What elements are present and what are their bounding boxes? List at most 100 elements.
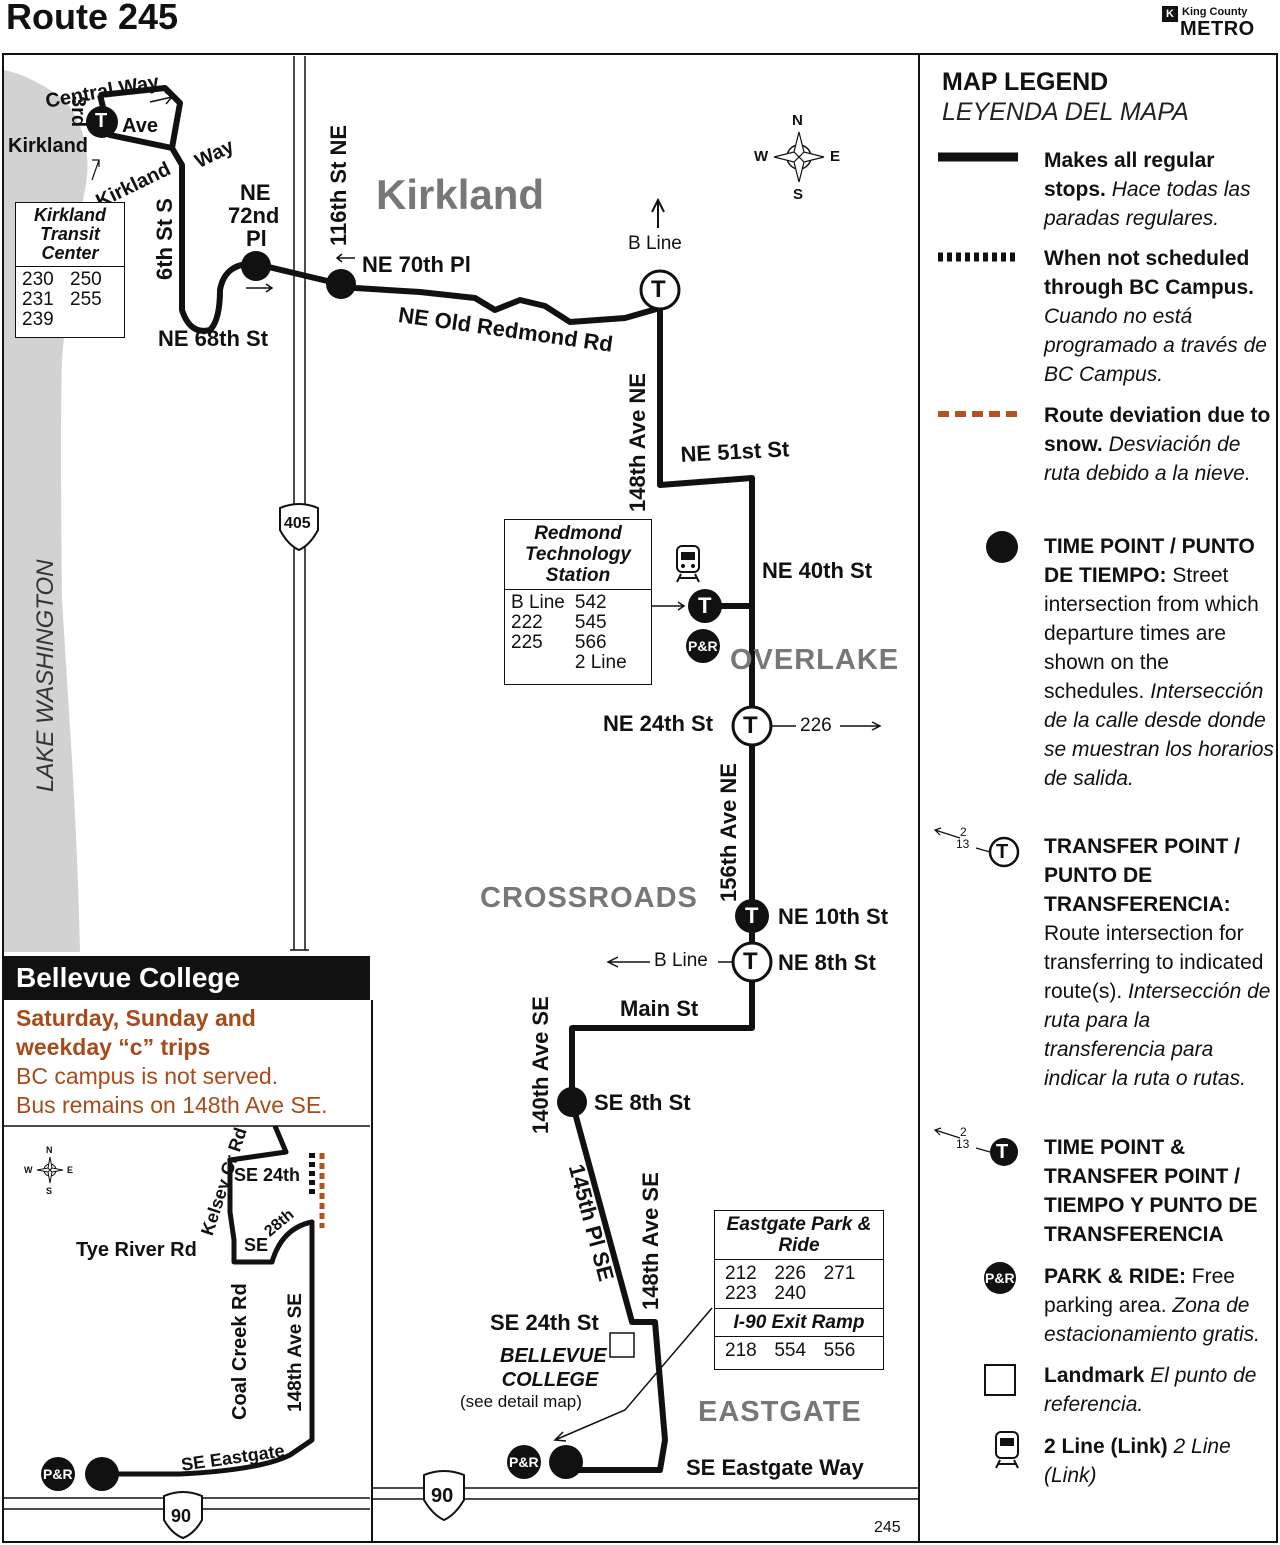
redmond-tech-box: Redmond Technology Station B Line 222 22…: [504, 519, 652, 685]
map-legend: MAP LEGEND LEYENDA DEL MAPA Makes all re…: [922, 56, 1276, 1500]
lake-washington-label: LAKE WASHINGTON: [32, 559, 59, 793]
t-icon: T: [996, 841, 1009, 863]
detail-note-bold-1: Saturday, Sunday and: [16, 1005, 256, 1031]
route-245-line: [99, 85, 755, 1473]
logo-line2: METRO: [1180, 18, 1255, 40]
legend-item-park-ride: PARK & RIDE: Free parking area. Zona de …: [1044, 1265, 1260, 1346]
street-148th-ne: 148th Ave NE: [625, 373, 650, 512]
legend-time-point-icon: [986, 531, 1018, 563]
interstate-405-shield-icon: [279, 503, 319, 552]
street-main: Main St: [620, 996, 699, 1021]
t-icon: T: [743, 948, 758, 975]
street-ne-10th: NE 10th St: [778, 904, 889, 929]
street-se-8th: SE 8th St: [594, 1090, 691, 1115]
t-icon: T: [996, 1141, 1009, 1163]
compass-e: E: [830, 148, 841, 165]
shield-90-detail-label: 90: [171, 1506, 192, 1526]
light-rail-icon: [676, 545, 700, 583]
t-icon: T: [651, 276, 666, 303]
kirkland-tc-pointer: [91, 159, 100, 181]
kirkland-tc-title: Kirkland Transit Center: [16, 203, 124, 267]
time-transfer-point-redmond: [688, 589, 722, 623]
compass-detail-s: S: [46, 1186, 53, 1196]
legend-subtitle: LEYENDA DEL MAPA: [942, 98, 1189, 126]
street-ne-24th: NE 24th St: [603, 711, 714, 736]
compass-n: N: [792, 112, 803, 129]
route-number: 250: [70, 269, 102, 290]
route-number: 556: [823, 1340, 856, 1361]
legend-item-time-transfer: TIME POINT & TRANSFER POINT / TIEMPO Y P…: [1044, 1136, 1258, 1246]
street-detail-se-24th: SE 24th: [234, 1165, 301, 1185]
legend-landmark-icon: [984, 1364, 1016, 1396]
street-6th-st-s: 6th St S: [152, 198, 177, 280]
interstate-90-shield-icon: [423, 1470, 465, 1522]
area-eastgate: EASTGATE: [698, 1396, 862, 1428]
detail-note-bold-2: weekday “c” trips: [16, 1034, 211, 1060]
route-number: 231: [22, 289, 54, 310]
route-number: B Line: [511, 592, 565, 613]
area-kirkland: Kirkland: [376, 171, 545, 218]
time-point-se8th: [557, 1087, 587, 1117]
legend-light-rail-icon: [995, 1431, 1019, 1469]
legend-transfer-arrow: [933, 827, 991, 853]
park-ride-eastgate: [507, 1445, 541, 1479]
street-coal-creek: Coal Creek Rd: [229, 1283, 251, 1420]
street-detail-148th: 148th Ave SE: [285, 1293, 306, 1412]
street-116th: 116th St NE: [326, 124, 351, 246]
time-transfer-point-ne10th: [735, 899, 769, 933]
detail-route-line: [102, 1125, 315, 1477]
legend-park-ride-icon: [984, 1262, 1016, 1294]
t-icon: T: [743, 712, 758, 739]
compass-detail-icon: [36, 1156, 64, 1184]
compass-detail-w: W: [24, 1165, 33, 1175]
street-ne: NE: [240, 180, 271, 205]
i90-ramp-title: I-90 Exit Ramp: [715, 1309, 883, 1337]
legend-item-not-scheduled: When not scheduled through BC Campus. Cu…: [1044, 247, 1267, 386]
park-ride-label: P&R: [985, 1270, 1015, 1286]
street-ne-8th: NE 8th St: [778, 950, 876, 975]
see-detail-label: (see detail map): [460, 1392, 582, 1411]
b-line-label: B Line: [628, 233, 682, 254]
route-number: 255: [70, 289, 102, 310]
street-tye-river: Tye River Rd: [76, 1239, 197, 1261]
park-ride-detail: [41, 1457, 75, 1491]
time-point-ne72nd: [241, 251, 271, 281]
detail-note-1: BC campus is not served.: [16, 1063, 279, 1089]
map-frame: [2, 53, 1278, 1543]
route-number: 542: [574, 592, 607, 613]
time-point-ne70th: [326, 269, 356, 299]
street-3rd: 3rd: [67, 96, 89, 128]
legend-item-transfer: TRANSFER POINT / PUNTO DE TRANSFERENCIA:…: [1044, 835, 1271, 1090]
shield-405-label: 405: [284, 515, 311, 532]
redmond-tech-routes: B Line 222 225 542 545 566 2 Line: [505, 590, 651, 676]
king-county-metro-logo: K King County METRO: [1162, 2, 1272, 42]
area-crossroads: CROSSROADS: [480, 882, 698, 914]
park-ride-label: P&R: [509, 1454, 539, 1470]
page-number: 245: [874, 1519, 901, 1536]
eastgate-pointer: [553, 1307, 713, 1442]
legend-item-snow: Route deviation due to snow. Desviación …: [1044, 404, 1271, 485]
legend-tt-arrow: [933, 1127, 991, 1153]
route-number: 223: [725, 1283, 757, 1304]
route-number: 226: [774, 1263, 807, 1284]
legend-item-time-point: TIME POINT / PUNTO DE TIEMPO: Street int…: [1044, 535, 1274, 790]
compass-s: S: [793, 186, 804, 203]
street-ne-51st: NE 51st St: [679, 436, 790, 467]
b-line-north-arrow-icon: [651, 197, 665, 228]
route-title: Route 245: [6, 0, 179, 37]
street-kirkland: Kirkland: [8, 135, 89, 157]
legend-time-transfer-icon: [990, 1138, 1018, 1166]
route-number: 218: [725, 1340, 757, 1361]
bellevue-college-landmark-icon: [609, 1332, 635, 1358]
legend-title: MAP LEGEND: [942, 68, 1109, 96]
street-se-24th: SE 24th St: [490, 1310, 599, 1335]
redmond-tech-title: Redmond Technology Station: [505, 520, 651, 590]
park-ride-redmond: [686, 629, 720, 663]
bellevue-college-label: BELLEVUE COLLEGE: [500, 1345, 607, 1391]
route-number: 271: [823, 1263, 856, 1284]
street-ave: Ave: [122, 115, 158, 137]
route-number: 240: [774, 1283, 807, 1304]
street-detail-se: SE: [244, 1235, 269, 1255]
legend-item-all-stops: Makes all regular stops. Hace todas las …: [1044, 149, 1251, 230]
